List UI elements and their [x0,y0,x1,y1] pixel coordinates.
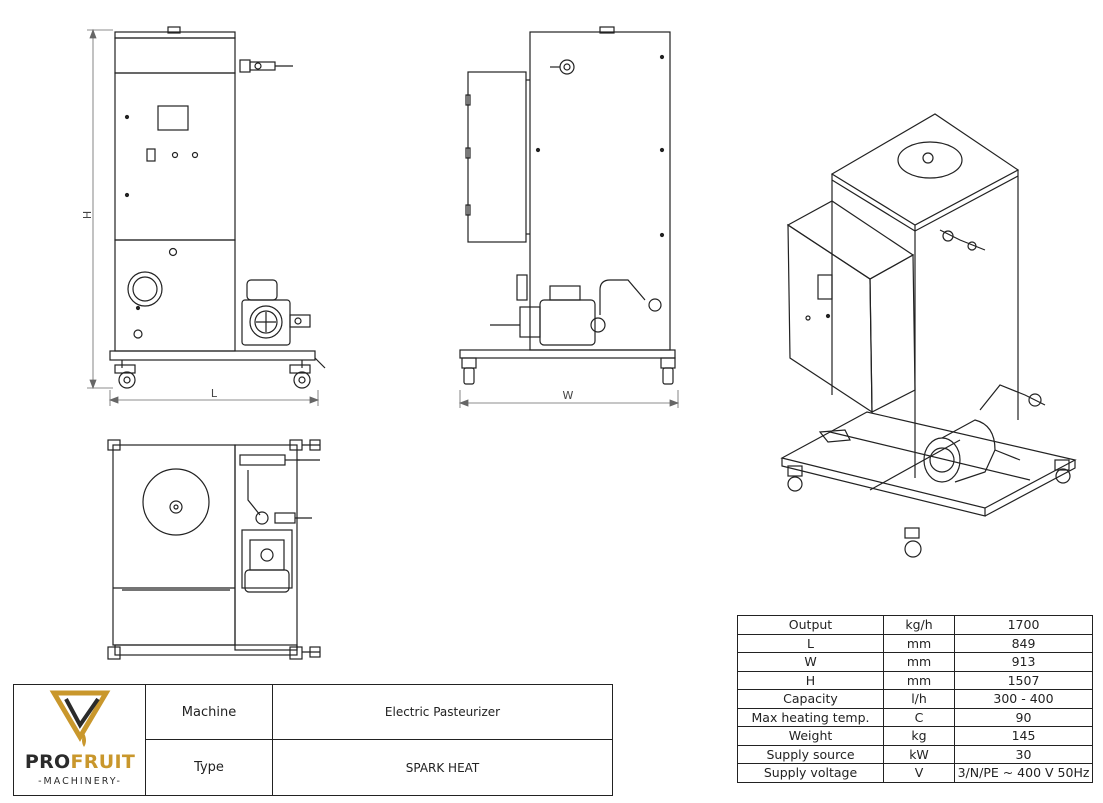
front-view [109,26,326,389]
logo-wordmark: PROFRUIT [14,751,146,773]
side-dimensions [458,390,680,408]
title-row-machine: Machine Electric Pasteurizer [146,685,612,740]
spec-param: Capacity [737,689,884,709]
isometric-view [780,113,1077,558]
spec-param: W [737,652,884,672]
spec-param: H [737,670,884,690]
spec-param: L [737,633,884,653]
spec-unit: kg/h [883,615,955,635]
spec-unit: mm [883,670,955,690]
dim-label-width: W [563,389,574,402]
spec-value: 913 [954,652,1093,672]
title-key-machine: Machine [146,685,273,739]
title-value-machine: Electric Pasteurizer [384,705,501,719]
spec-param: Supply source [737,744,884,764]
spec-value: 300 - 400 [954,689,1093,709]
title-row-type: Type SPARK HEAT [146,740,612,795]
spec-param: Supply voltage [737,763,884,783]
spec-value: 90 [954,707,1093,727]
side-view [459,26,676,385]
spec-value: 1507 [954,670,1093,690]
spec-unit: l/h [883,689,955,709]
spec-value: 849 [954,633,1093,653]
spec-value: 1700 [954,615,1093,635]
spec-value: 145 [954,726,1093,746]
spec-unit: kg [883,726,955,746]
front-dimensions [87,28,320,406]
spec-param: Max heating temp. [737,707,884,727]
title-block: PROFRUIT -MACHINERY- Machine Electric Pa… [13,684,613,796]
spec-value: 30 [954,744,1093,764]
logo-name-part2: FRUIT [70,751,136,773]
spec-unit: kW [883,744,955,764]
logo-name-part1: PRO [24,751,71,773]
dim-label-height: H [81,211,94,219]
spec-param: Weight [737,726,884,746]
logo-subtitle: -MACHINERY- [38,776,122,787]
spec-value: 3/N/PE ~ 400 V 50Hz [954,763,1093,783]
title-key-type: Type [146,740,273,795]
brand-logo: PROFRUIT -MACHINERY- [14,685,146,795]
dim-label-length: L [211,387,218,400]
title-value-type: SPARK HEAT [405,760,480,775]
spec-unit: C [883,707,955,727]
spec-unit: mm [883,633,955,653]
top-view [107,439,321,660]
spec-unit: V [883,763,955,783]
spec-param: Output [737,615,884,635]
spec-unit: mm [883,652,955,672]
logo-emblem-icon [49,690,111,747]
